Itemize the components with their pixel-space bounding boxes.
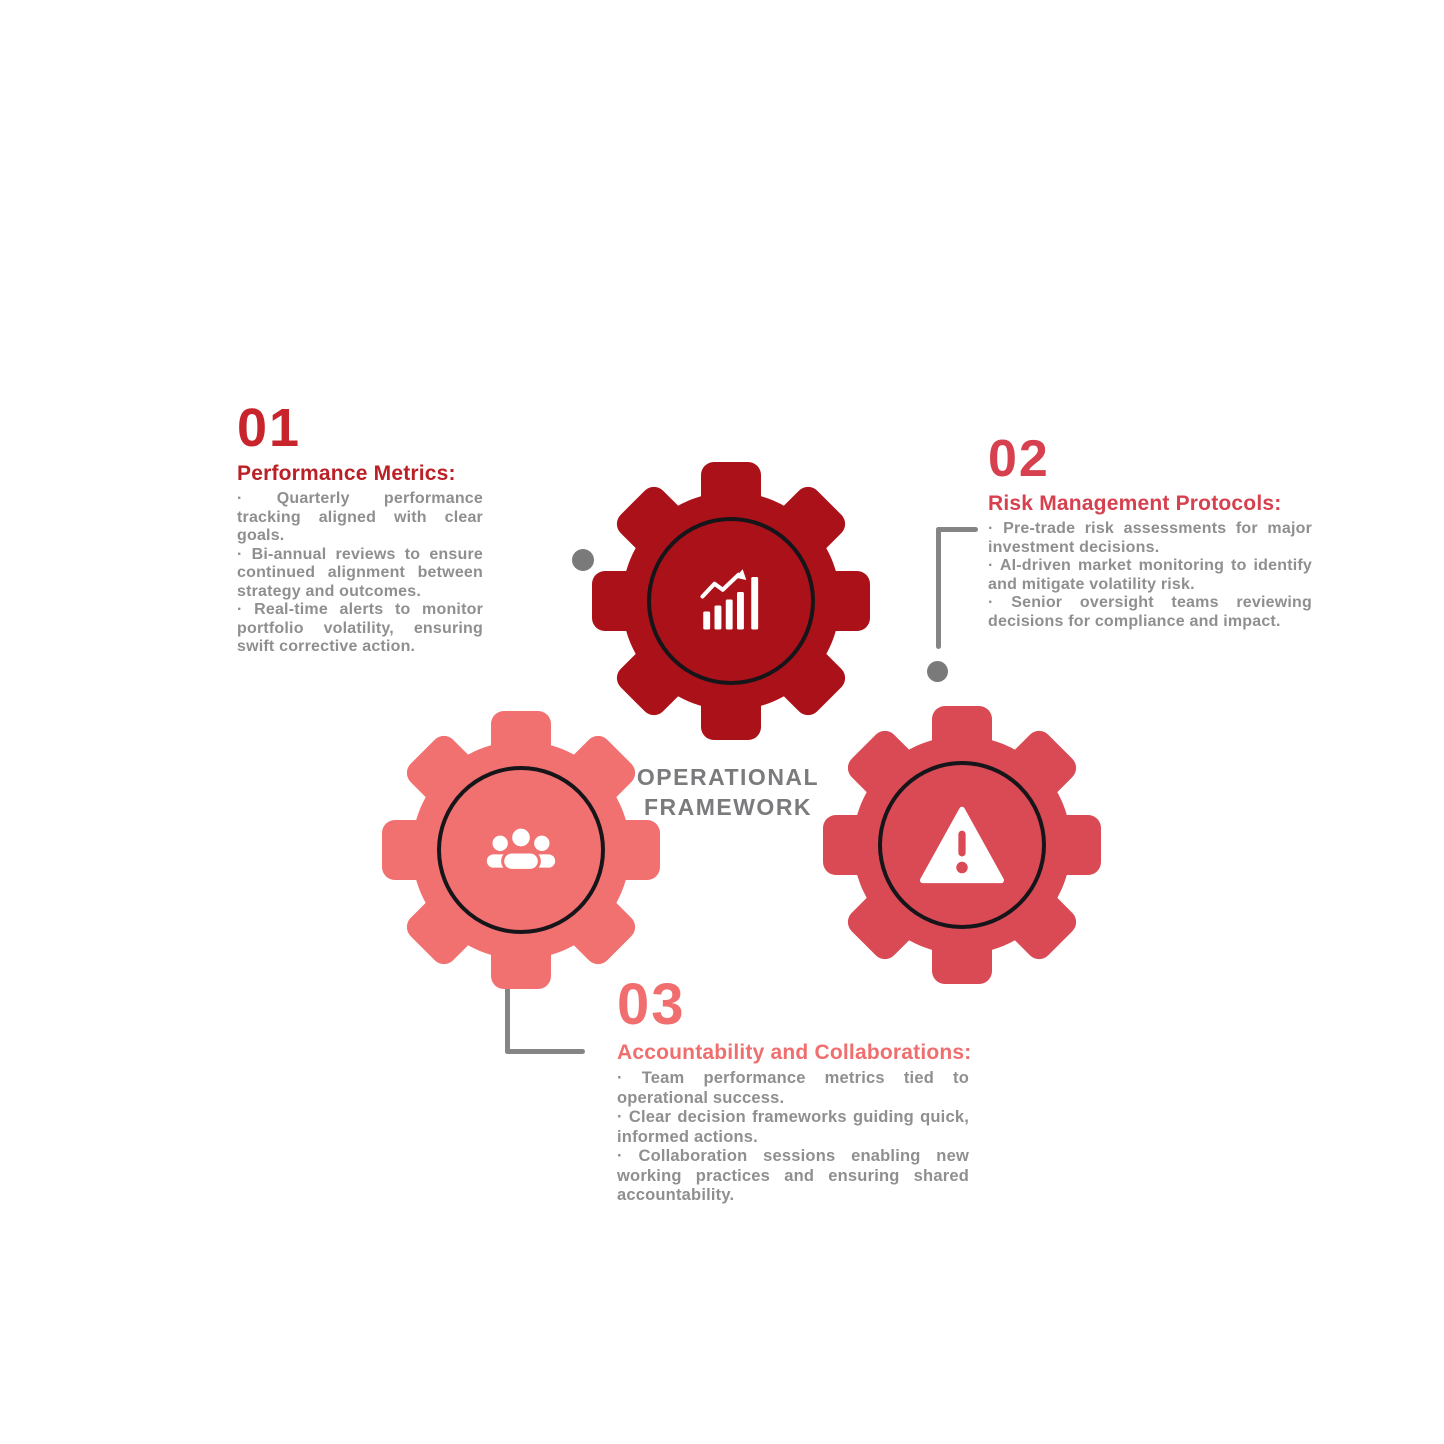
section-body: · Team performance metrics tied to opera… [617, 1069, 969, 1206]
gear-inner-ring [647, 517, 815, 685]
section-number-02: 02 [988, 430, 1050, 488]
bullet-item: · Real-time alerts to monitor portfolio … [237, 601, 483, 655]
risk-gear [822, 705, 1102, 985]
connector-dot [927, 661, 948, 682]
connector-line-03-horizontal [505, 1049, 585, 1054]
gear-inner-ring [437, 766, 605, 934]
section-risk-management: 02 Risk Management Protocols: · Pre-trad… [988, 433, 1312, 631]
bullet-item: · Clear decision frameworks guiding quic… [617, 1108, 969, 1146]
section-heading-accountability: Accountability and Collaborations: [617, 1041, 972, 1064]
performance-gear [591, 461, 871, 741]
connector-line-02-vertical [936, 527, 941, 649]
center-title-line2: FRAMEWORK [643, 794, 813, 821]
section-number-03: 03 [617, 972, 686, 1037]
bullet-item: · Quarterly performance tracking aligned… [237, 490, 483, 544]
section-body: · Quarterly performance tracking aligned… [237, 490, 483, 657]
center-title-line1: OPERATIONAL [636, 764, 820, 790]
bar-chart-growth-icon [700, 569, 759, 630]
people-group-icon [486, 825, 556, 872]
section-performance-metrics: 01 Performance Metrics: · Quarterly perf… [237, 401, 483, 657]
section-heading-performance-metrics: Performance Metrics: [237, 462, 456, 485]
gear-inner-ring [878, 761, 1046, 929]
section-number-01: 01 [237, 398, 302, 458]
connector-dot [572, 549, 594, 571]
bullet-item: · AI-driven market monitoring to identif… [988, 557, 1312, 593]
bullet-item: · Team performance metrics tied to opera… [617, 1069, 969, 1107]
connector-line-03-vertical [505, 976, 510, 1054]
section-heading-risk-management: Risk Management Protocols: [988, 492, 1282, 515]
bullet-item: · Collaboration sessions enabling new wo… [617, 1147, 969, 1204]
connector-line-02-horizontal [936, 527, 978, 532]
bullet-item: · Pre-trade risk assessments for major i… [988, 520, 1312, 556]
center-title: OPERATIONAL FRAMEWORK [588, 762, 868, 823]
warning-triangle-icon [919, 806, 1004, 884]
bullet-item: · Senior oversight teams reviewing decis… [988, 594, 1312, 630]
bullet-item: · Bi-annual reviews to ensure continued … [237, 545, 483, 600]
section-body: · Pre-trade risk assessments for major i… [988, 520, 1312, 631]
collaboration-gear [381, 710, 661, 990]
section-accountability-collaboration: 03 Accountability and Collaborations: · … [617, 972, 972, 1206]
